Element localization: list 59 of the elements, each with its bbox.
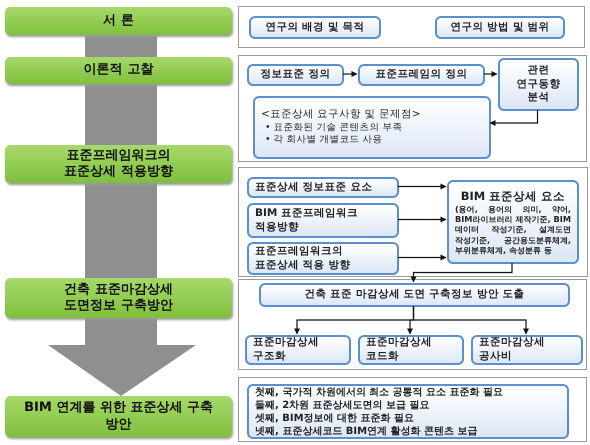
stage-bar — [5, 57, 232, 84]
content-box — [249, 16, 381, 39]
stage-bar — [5, 7, 232, 35]
stage-bar — [5, 396, 232, 437]
box-text: 연구의 배경 및 목적 — [266, 20, 364, 34]
content-panel — [238, 377, 587, 442]
content-box — [498, 58, 579, 111]
content-box — [247, 177, 399, 198]
box-text: BIM 표준상세 요소 — [460, 188, 566, 204]
box-text: 표준마감상세 구조화 — [253, 336, 320, 364]
content-panel — [238, 6, 585, 48]
box-text: BIM 연계를 위한 표준상세 구축 방안 — [24, 400, 214, 433]
content-box — [247, 64, 344, 86]
list-item-text: • 표준화된 기술 콘텐츠의 부족 — [265, 122, 403, 134]
content-box — [471, 335, 583, 365]
content-box — [259, 283, 570, 307]
arrow — [484, 71, 498, 77]
arrow — [412, 306, 529, 334]
box-text: 서 론 — [103, 12, 134, 30]
box-text: 표준마감상세 코드화 — [366, 336, 433, 364]
content-box — [245, 335, 351, 365]
box-text: 건축 표준마감상세 도면정보 구축방안 — [63, 282, 174, 314]
arrow — [343, 71, 358, 77]
list-item-text: • 각 회사별 개별코드 사용 — [265, 134, 383, 147]
content-box — [447, 180, 579, 264]
content-panel — [238, 167, 588, 277]
box-text: 표준프레임워크의 표준상세 적용방향 — [63, 148, 174, 180]
stage-bar — [5, 278, 232, 318]
box-text: 첫째, 국가적 차원에서의 최소 공통적 요소 표준화 필요 — [255, 386, 504, 398]
content-box — [435, 16, 565, 39]
box-text: 건축 표준 마감상세 도면 구축정보 방안 도출 — [304, 288, 524, 302]
arrow — [410, 263, 513, 282]
box-text: 정보표준 정의 — [260, 68, 330, 82]
box-text: 표준프레임워크의 표준상세 적용 방향 — [255, 244, 352, 272]
box-text: BIM 표준프레임워크 적용방향 — [255, 206, 360, 234]
arrow — [490, 110, 538, 126]
box-text: <표준상세 요구사항 및 문제점> — [261, 108, 421, 122]
stage-bar — [5, 145, 232, 183]
content-panel — [238, 279, 587, 370]
content-box — [247, 203, 399, 238]
box-text: 관련 연구동향 분석 — [516, 64, 562, 105]
content-box — [253, 96, 491, 159]
box-text: 표준마감상세 공사비 — [479, 336, 546, 364]
box-text: 연구의 방법 및 범위 — [450, 20, 550, 34]
content-box — [358, 64, 485, 86]
list-item-text: 둘째, 2차원 표준상세도면의 보급 필요 — [255, 398, 430, 412]
box-text: 표준상세 정보표준 요소 — [255, 180, 372, 194]
description-text: (용어, 용어의 의미, 약어, BIM라이브러리 제작기준, BIM 데이터 작성기준, 설계도면 작성기준, 공간용도분류체계, 부위분류체계, 속성분류 등 — [455, 204, 571, 256]
content-box — [247, 384, 569, 439]
arrow — [398, 184, 446, 190]
box-text: 표준프레임의 정의 — [376, 68, 468, 82]
arrow — [398, 216, 446, 222]
content-box — [358, 335, 464, 365]
content-panel — [238, 55, 587, 162]
arrow — [398, 254, 446, 260]
content-box — [247, 242, 399, 275]
list-item-text: 넷째, 표준상세코드 BIM연계 활성화 콘텐츠 보급 — [255, 424, 478, 438]
box-text: 이론적 고찰 — [84, 62, 154, 79]
list-item-text: 셋째, BIM정보에 대한 표준화 필요 — [255, 412, 414, 424]
